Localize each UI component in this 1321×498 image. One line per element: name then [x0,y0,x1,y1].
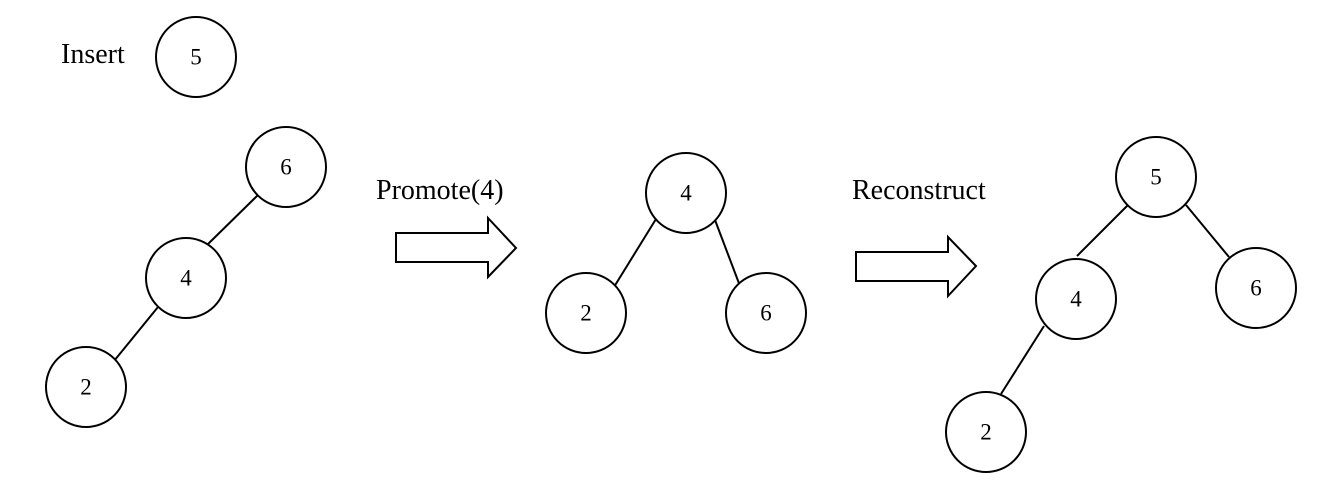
tree-node-label: 6 [760,301,772,326]
tree-node-label: 4 [680,181,692,206]
tree-node-label: 5 [1150,165,1162,190]
reconstruct-label: Reconstruct [852,175,986,206]
tree-node-circle [545,272,627,354]
tree-node: 6 [245,126,327,208]
edge-4-2 [113,306,159,362]
promote-step: Promote(4) [376,175,518,280]
tree-node: 6 [725,272,807,354]
tree-node-label: 4 [180,266,192,291]
tree-node-circle [645,152,727,234]
tree-node-circle [1115,136,1197,218]
edge-5-6 [1185,204,1230,258]
edge-4-6 [714,219,741,287]
tree-node: 4 [145,237,227,319]
tree-node: 2 [45,346,127,428]
tree-node: 5 [1115,136,1197,218]
tree-node: 4 [645,152,727,234]
tree-node-label: 6 [1250,276,1262,301]
tree-node-circle [1035,258,1117,340]
tree-node-circle [1215,247,1297,329]
tree-node-circle [245,126,327,208]
promote-label: Promote(4) [376,175,504,206]
tree-node-label: 2 [980,420,992,445]
tree-node-label: 6 [280,155,292,180]
promote-arrow [395,215,518,280]
edge-4-2 [1000,325,1045,395]
insert-label: Insert [61,39,125,70]
tree-node: 6 [1215,247,1297,329]
promoted-tree: 4 2 6 [545,152,807,354]
tree-node: 2 [945,391,1027,473]
reconstructed-tree: 5 4 6 2 [945,136,1297,473]
edge-4-2 [613,218,657,288]
edge-6-4 [206,194,259,246]
tree-node-label: 2 [580,301,592,326]
tree-node-label: 4 [1070,287,1082,312]
insert-node: 5 [155,16,237,98]
tree-node-label: 2 [80,375,92,400]
tree-node: 4 [1035,258,1117,340]
insert-group: Insert 5 [61,16,237,98]
tree-node-circle [725,272,807,354]
tree-node: 2 [545,272,627,354]
tree-node-circle [945,391,1027,473]
insert-node-circle [155,16,237,98]
edge-5-4 [1076,204,1129,257]
tree-node-circle [45,346,127,428]
initial-tree: 6 4 2 [45,126,327,428]
insert-node-label: 5 [190,45,202,70]
tree-node-circle [145,237,227,319]
reconstruct-step: Reconstruct [852,175,986,299]
reconstruct-arrow [855,234,978,299]
